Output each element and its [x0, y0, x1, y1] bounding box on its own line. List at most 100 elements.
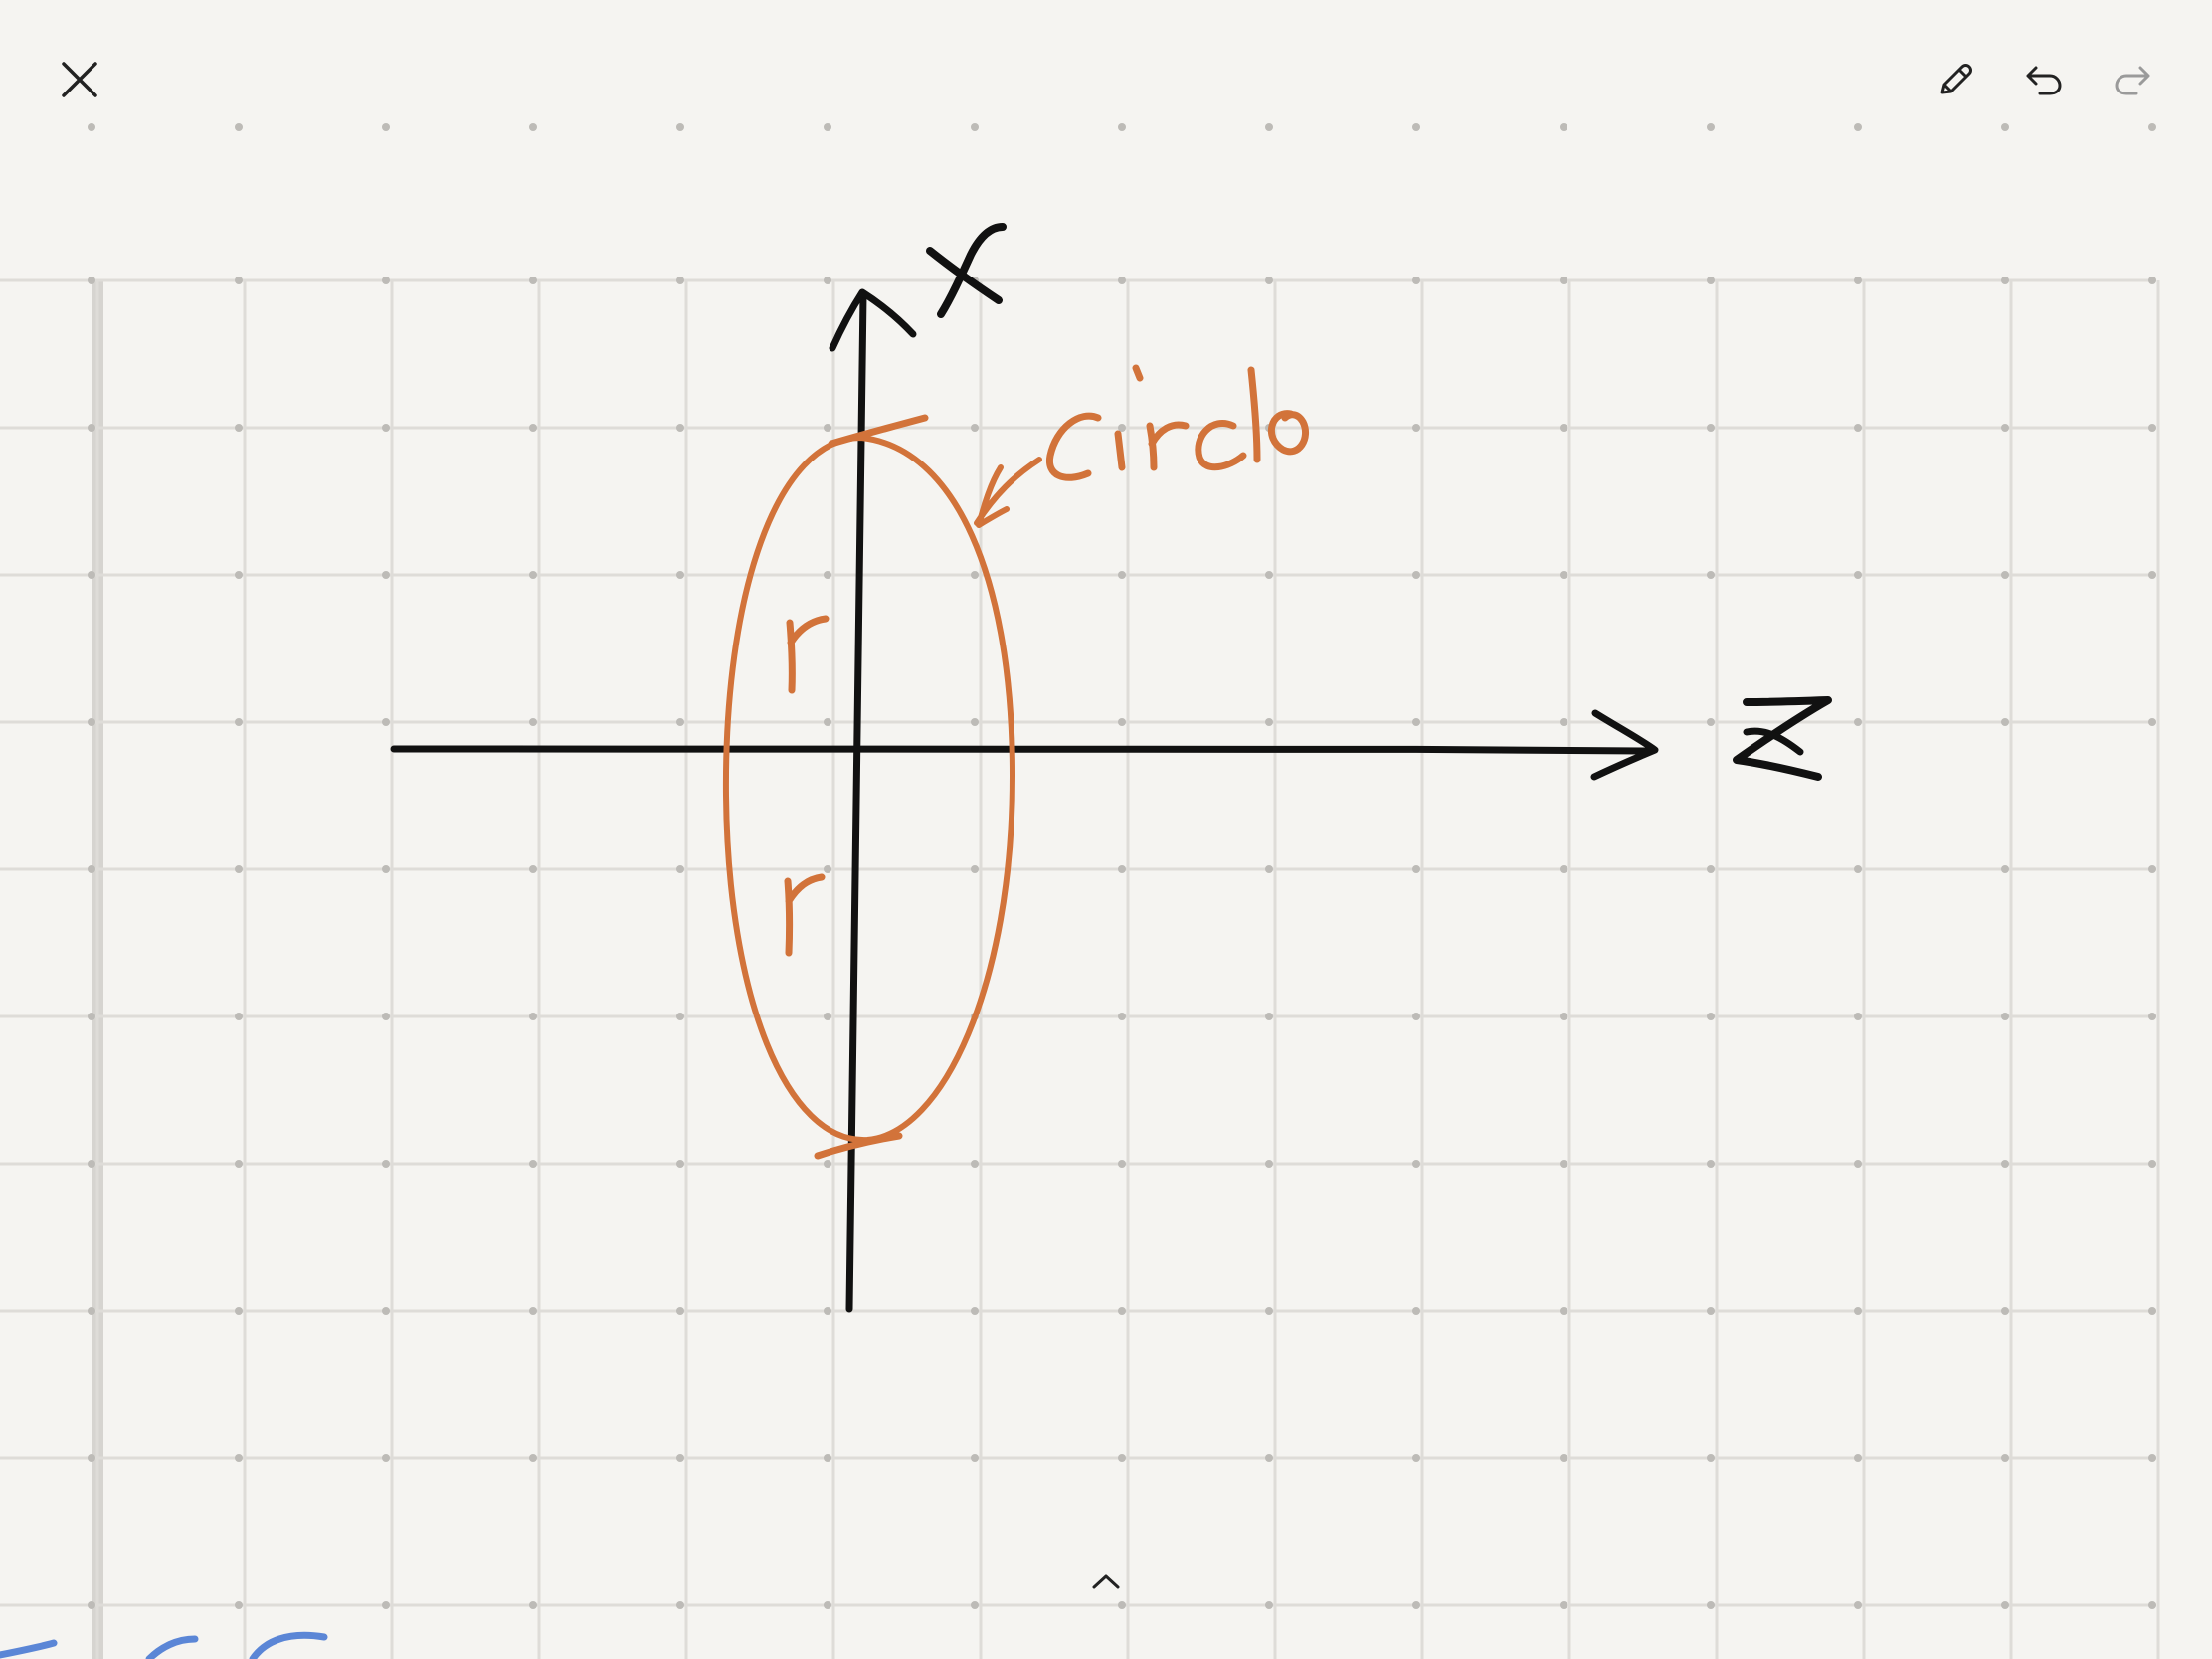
x-axis-line [845, 290, 867, 1313]
grid-dot [529, 865, 537, 873]
grid-dot [1118, 276, 1126, 284]
expand-panel-handle[interactable] [1076, 1558, 1136, 1605]
pen-tool-button[interactable] [1920, 44, 1991, 115]
grid-dot [235, 424, 243, 432]
grid-dot [1265, 276, 1273, 284]
grid-dot [1265, 1013, 1273, 1020]
grid-dot [2001, 123, 2009, 131]
grid-dot [529, 1013, 537, 1020]
grid-dot [676, 1601, 684, 1609]
grid-dot [1412, 1160, 1420, 1168]
grid-dot [676, 123, 684, 131]
grid-dot [971, 571, 979, 579]
grid-dot [2148, 571, 2156, 579]
grid-dot [1854, 424, 1862, 432]
x-axis-arrowhead [829, 288, 917, 352]
grid-dot [529, 718, 537, 726]
grid-dot [824, 718, 831, 726]
redo-button[interactable] [2097, 44, 2168, 115]
grid-dot [824, 1601, 831, 1609]
grid-dot [382, 1454, 390, 1462]
grid-dot [971, 1160, 979, 1168]
redo-icon [2115, 66, 2150, 95]
label-x-stroke-2 [937, 223, 1007, 318]
grid-dot [88, 1013, 95, 1020]
grid-dot [2001, 1601, 2009, 1609]
grid-dot [382, 1601, 390, 1609]
close-button[interactable] [44, 44, 115, 115]
grid-dot [1118, 123, 1126, 131]
grid-dot [235, 718, 243, 726]
grid-dot [2148, 1013, 2156, 1020]
grid-dot [2001, 1307, 2009, 1315]
grid-dot [529, 1160, 537, 1168]
grid-dot [382, 276, 390, 284]
grid-dot [1560, 1454, 1567, 1462]
close-icon [62, 62, 97, 97]
grid-dot [1265, 1160, 1273, 1168]
grid-dot [235, 865, 243, 873]
grid-dot [529, 1307, 537, 1315]
grid-dot [1118, 865, 1126, 873]
grid-dot [382, 571, 390, 579]
grid-dot [971, 1454, 979, 1462]
grid-dot [676, 1307, 684, 1315]
grid-dot [382, 1307, 390, 1315]
label-z [1733, 696, 1832, 781]
grid-dot [1707, 865, 1715, 873]
grid-dot [1412, 1307, 1420, 1315]
grid-dot [1707, 1160, 1715, 1168]
grid-dot [1118, 718, 1126, 726]
grid-dot [1707, 123, 1715, 131]
grid-dot [1265, 718, 1273, 726]
grid-dot [1560, 571, 1567, 579]
label-z-crossbar [1743, 727, 1804, 756]
grid-dot [382, 424, 390, 432]
grid-dot [676, 865, 684, 873]
grid-dot [971, 1307, 979, 1315]
grid-dot [1118, 1454, 1126, 1462]
grid-dot [2148, 424, 2156, 432]
grid-dot [2001, 276, 2009, 284]
grid-dot [382, 718, 390, 726]
grid-dot [1707, 571, 1715, 579]
grid-dot [2001, 865, 2009, 873]
grid-dot [88, 1307, 95, 1315]
grid-dot [676, 1454, 684, 1462]
grid-dot [971, 865, 979, 873]
grid-dot [2148, 865, 2156, 873]
grid-dot [676, 1013, 684, 1020]
grid-dot [235, 1160, 243, 1168]
grid-dot [235, 1454, 243, 1462]
z-axis-arrowhead [1590, 709, 1659, 781]
grid-dot [1412, 865, 1420, 873]
grid-dot [1854, 123, 1862, 131]
grid-dot [529, 1454, 537, 1462]
grid-dot [1412, 424, 1420, 432]
grid-dot [1560, 276, 1567, 284]
grid-dot [382, 1160, 390, 1168]
grid-dot [88, 123, 95, 131]
grid-dot [1412, 718, 1420, 726]
blue-partial-stroke-1 [0, 1639, 58, 1659]
blue-partial-stroke-3 [249, 1631, 328, 1659]
grid-dot [1560, 123, 1567, 131]
grid-dot [1118, 1601, 1126, 1609]
grid-dot [676, 276, 684, 284]
grid-dot [1118, 1307, 1126, 1315]
grid-dot [1854, 718, 1862, 726]
grid-dot [1854, 1013, 1862, 1020]
grid-dot [382, 123, 390, 131]
grid-dot [1707, 1601, 1715, 1609]
undo-button[interactable] [2008, 44, 2080, 115]
grid-dot [1707, 1307, 1715, 1315]
grid-dot [824, 1307, 831, 1315]
grid-dot [235, 123, 243, 131]
grid-dot [676, 718, 684, 726]
grid-dot [1265, 571, 1273, 579]
grid-dot [529, 276, 537, 284]
grid-dot [235, 276, 243, 284]
grid-dot [529, 424, 537, 432]
grid-dot [2148, 1307, 2156, 1315]
